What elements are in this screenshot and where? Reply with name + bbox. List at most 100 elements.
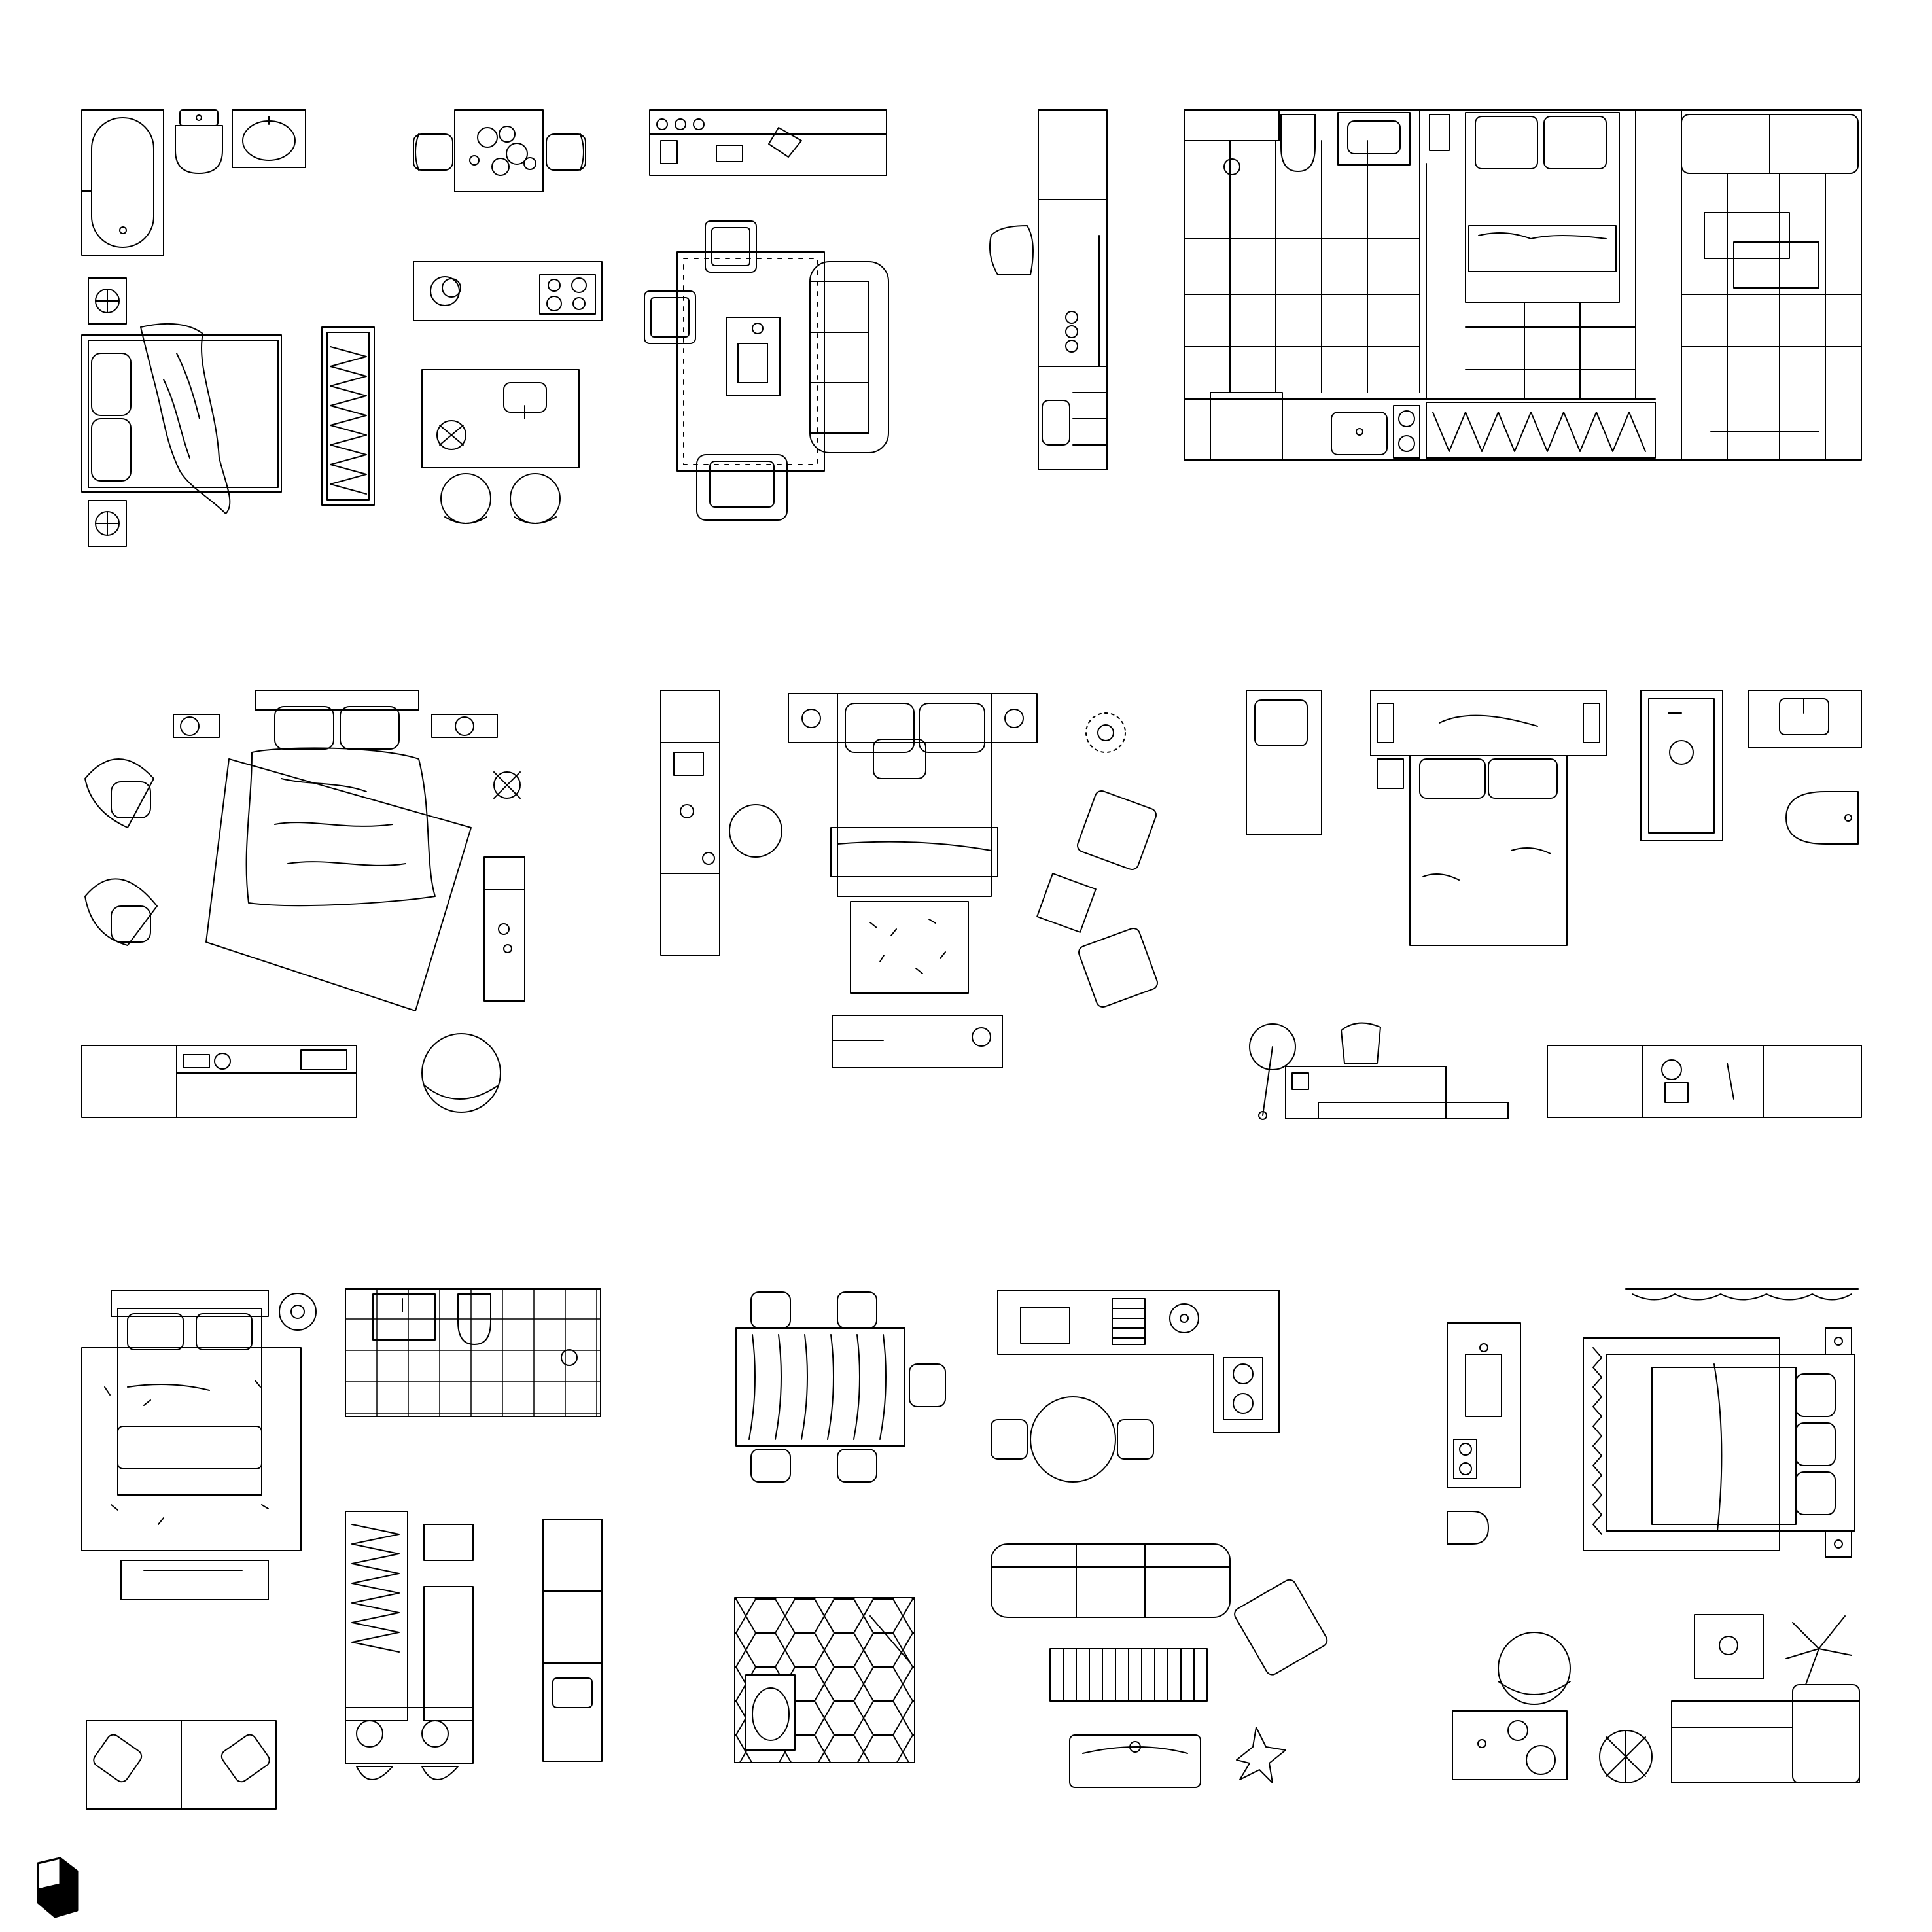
sink-island: [421, 369, 580, 468]
nightstand-right: [431, 714, 498, 738]
side-table-4: [1452, 1710, 1568, 1780]
armchair-4: [1234, 1579, 1328, 1676]
bedroom-set-four: [1447, 1288, 1860, 1783]
wardrobe: [1426, 402, 1656, 459]
bedroom-bath-set: [81, 1288, 603, 1810]
bed-duvet: [245, 747, 436, 907]
toilet-4: [1447, 1511, 1489, 1545]
dining-table: [454, 109, 544, 192]
nightstand-top: [88, 277, 127, 325]
living-room-set: [644, 109, 889, 521]
cube-logo-icon: [37, 1857, 79, 1918]
floor-lamp-2: [1249, 1023, 1296, 1120]
toilet: [175, 109, 223, 174]
armchair-top: [705, 220, 757, 273]
nightstand-octagon-right: [1004, 709, 1024, 728]
desk-chair: [989, 225, 1034, 275]
tv-console: [649, 109, 887, 176]
kitchen-3: [345, 1524, 474, 1780]
tall-cabinet: [483, 856, 525, 1002]
shower: [1640, 690, 1723, 841]
curtain: [1625, 1288, 1859, 1301]
bookshelf: [660, 690, 720, 956]
shelf-unit: [1038, 109, 1108, 470]
sideboard: [1547, 1045, 1862, 1118]
desk-chair-2: [1341, 1022, 1381, 1064]
cooktop-counter: [413, 261, 603, 321]
vanity-sink: [232, 109, 306, 168]
bed-three: [1409, 755, 1568, 946]
dining-chairs: [750, 1291, 946, 1483]
desk-set: [989, 109, 1108, 470]
floor-lamp: [493, 771, 521, 799]
kitchen-l-counter: [997, 1290, 1280, 1433]
bedroom-area: [1426, 109, 1636, 400]
nightstand-bottom: [88, 500, 127, 547]
vanity-sink-2: [1748, 690, 1862, 748]
loveseat: [1246, 690, 1322, 835]
sofa-5: [1671, 1684, 1860, 1783]
sofa: [809, 261, 889, 453]
armchair-2a: [1077, 790, 1157, 870]
striped-rug: [1049, 1648, 1208, 1702]
dining-chair-left: [413, 133, 453, 171]
toilet-2: [1785, 791, 1859, 845]
headboard: [255, 690, 419, 750]
round-chair-2: [729, 804, 782, 858]
bed-two: [788, 693, 1038, 897]
lounge-chair-1: [84, 758, 154, 828]
round-table: [991, 1396, 1154, 1483]
tilted-rug: [205, 758, 472, 1011]
wood-floor: [1184, 238, 1420, 393]
bathroom-area: [1184, 109, 1420, 239]
kitchenette: [1447, 1322, 1521, 1488]
tv-console-4: [1069, 1734, 1201, 1788]
dining-table-wood: [735, 1327, 905, 1447]
round-chair: [421, 1033, 501, 1113]
nightstand-octagon-left: [801, 709, 821, 728]
desk-bench: [1285, 1066, 1509, 1119]
armchair-left: [644, 290, 696, 344]
master-bedroom-set: [81, 690, 525, 1118]
coffee-table: [726, 317, 781, 396]
floor-lamp-4: [1599, 1730, 1653, 1783]
double-bed: [81, 323, 282, 514]
round-stool-right: [510, 473, 561, 524]
bedroom-set-two: [660, 690, 1158, 1068]
living-area: [1681, 109, 1862, 461]
tv-bench-3: [120, 1560, 269, 1600]
area-rug: [676, 251, 825, 472]
dining-chair-right: [546, 133, 586, 171]
round-chair-4: [1498, 1632, 1571, 1705]
bathroom-3: [345, 1288, 601, 1417]
armchair-2b: [1078, 928, 1158, 1008]
side-table-2: [1036, 873, 1097, 933]
sofa-3: [86, 1720, 277, 1810]
wardrobe-3: [345, 1511, 408, 1721]
zigzag-rug: [321, 326, 375, 506]
bedroom-set-three: [1246, 690, 1862, 1120]
dining-kitchen-set: [734, 1290, 1328, 1788]
tv-bench: [832, 1015, 1003, 1068]
bed-4: [1606, 1327, 1855, 1558]
palm-plant: [1785, 1615, 1852, 1685]
plant-2: [1085, 712, 1126, 753]
round-stool-left: [440, 473, 491, 524]
armchair-bottom: [696, 454, 788, 521]
cabinets-3: [542, 1519, 603, 1762]
bathroom-4: [734, 1597, 915, 1763]
side-lamp-3: [279, 1293, 317, 1331]
square-plant: [1694, 1614, 1764, 1679]
sofa-4: [991, 1543, 1231, 1618]
lounge-chair-2: [84, 878, 158, 946]
tv-unit: [81, 1045, 357, 1118]
nightstand-left: [173, 714, 220, 738]
shag-rug: [850, 901, 969, 994]
kitchen-row: [1184, 392, 1656, 461]
plant-4: [1236, 1727, 1286, 1783]
rug-3: [81, 1347, 302, 1551]
rug-4: [1583, 1337, 1780, 1551]
bed-3: [111, 1290, 269, 1496]
bathtub: [81, 109, 164, 256]
